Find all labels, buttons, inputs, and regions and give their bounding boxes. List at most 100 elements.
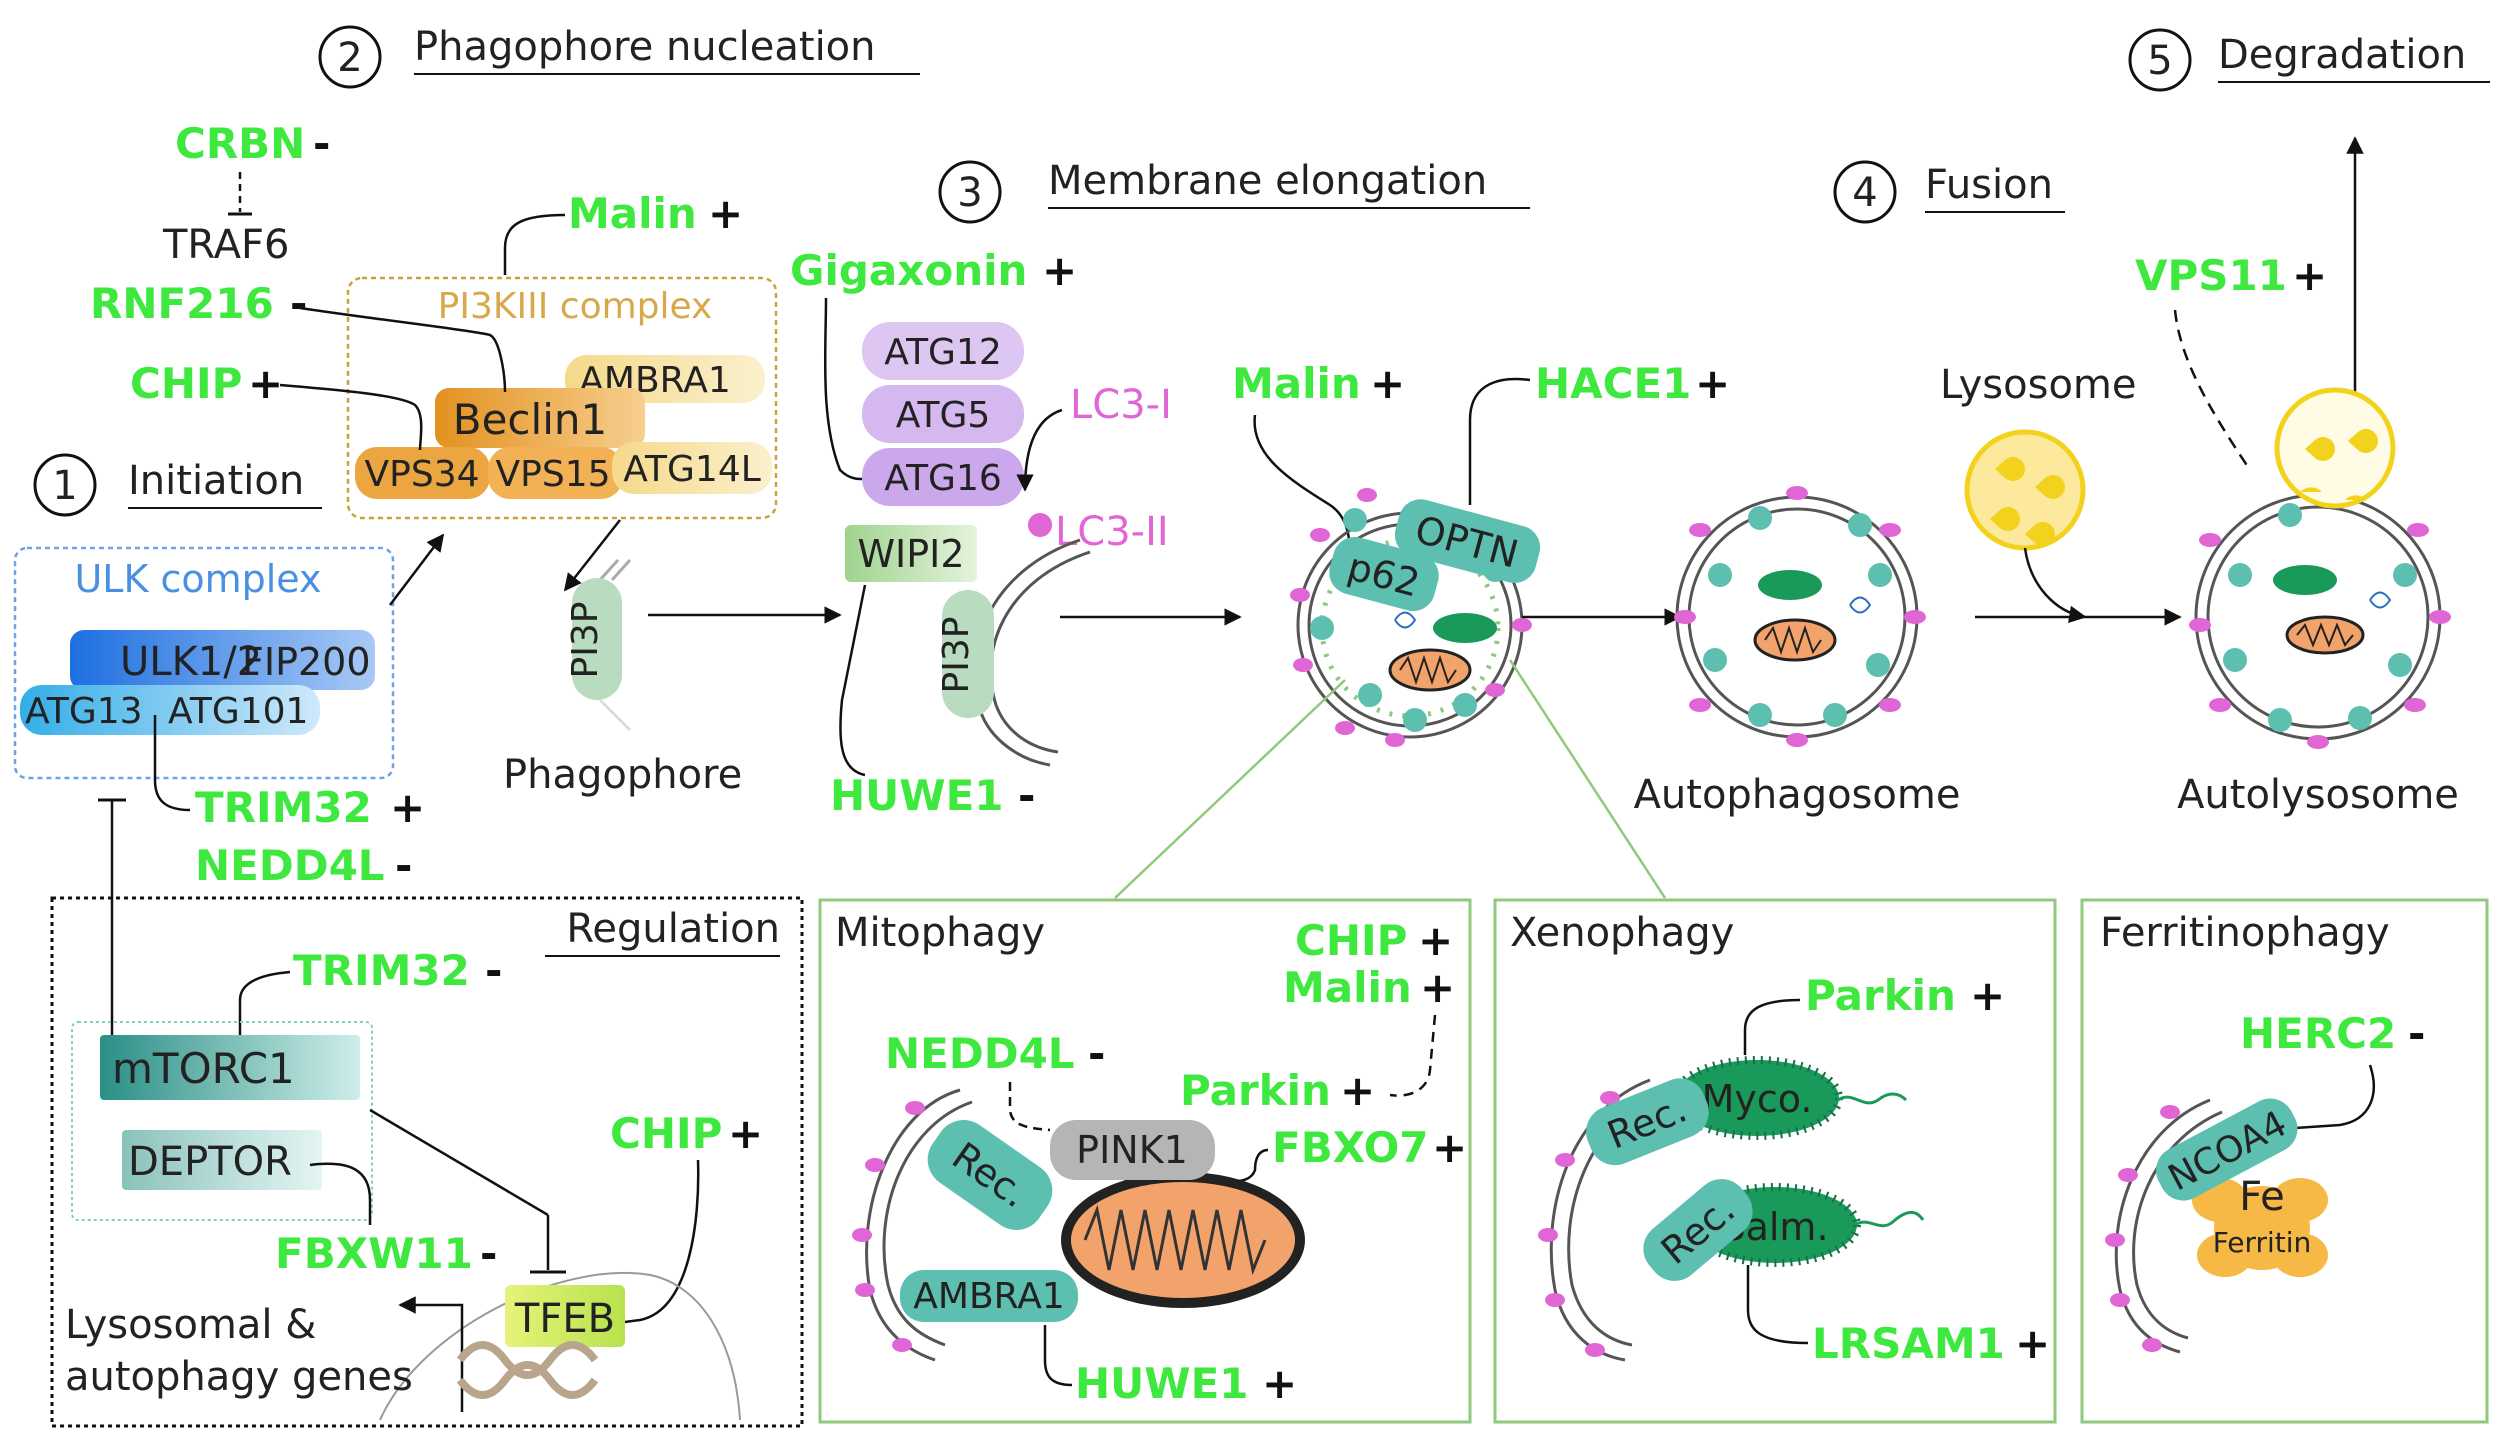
mitochondrion-icon xyxy=(1388,648,1472,692)
autophagosome: Autophagosome xyxy=(1634,486,1961,818)
atg14l-protein xyxy=(612,442,772,494)
deptor-label: DEPTOR xyxy=(128,1139,292,1185)
atg14l-label: ATG14L xyxy=(623,449,761,490)
chip-1-sign: + xyxy=(248,359,283,408)
lysosome-label: Lysosome xyxy=(1940,362,2136,408)
elongation-stage: Gigaxonin + ATG12 ATG5 ATG16 LC3-I LC3-I… xyxy=(790,246,1242,820)
step-5-circle xyxy=(2128,28,2192,92)
herc2-label: HERC2 xyxy=(2240,1009,2396,1058)
lrsam1-sign: + xyxy=(2015,1319,2050,1368)
optn-receptor xyxy=(1394,499,1541,583)
malin-2-label: Malin xyxy=(1232,359,1361,408)
tfeb-label: TFEB xyxy=(514,1296,615,1342)
atg13-label: ATG13 xyxy=(25,691,143,732)
myco-label: Myco. xyxy=(1702,1077,1813,1121)
crbn-sign: - xyxy=(313,119,330,168)
trim32-1-sign: + xyxy=(390,783,425,832)
dna-icon xyxy=(456,1341,599,1399)
regulation-panel: Regulation TRIM32 - mTORC1 DEPTOR FBXW11… xyxy=(50,798,804,1428)
ulk12-label: ULK1/2 xyxy=(120,639,262,685)
step-3-header: 3 Membrane elongation xyxy=(938,158,1530,224)
beclin1-protein xyxy=(435,388,645,448)
mtorc1-label: mTORC1 xyxy=(112,1044,295,1093)
deptor-protein xyxy=(122,1130,322,1190)
wipi2-protein xyxy=(845,525,977,582)
xenophagy-panel: Xenophagy Parkin + Myco. Rec. Salm. Rec.… xyxy=(1493,898,2057,1424)
autolysosome: VPS11 + Autolysosome xyxy=(2135,136,2459,818)
herc2-sign: - xyxy=(2408,1009,2425,1058)
ferritinophagy-panel: Ferritinophagy HERC2 - Fe Ferritin NCOA4 xyxy=(2080,898,2489,1424)
step-2-circle xyxy=(318,25,382,89)
step-3-circle xyxy=(938,160,1002,224)
fe-label: Fe xyxy=(2239,1174,2284,1220)
xenophagy-title: Xenophagy xyxy=(1510,910,1734,956)
ulk-complex: ULK complex ULK1/2 FIP200 ATG13 ATG101 xyxy=(13,546,395,780)
xeno-receptor-1 xyxy=(1586,1078,1709,1166)
mtorc1-protein xyxy=(100,1035,360,1100)
step-3-label: Membrane elongation xyxy=(1048,158,1487,204)
mito-malin-label: Malin xyxy=(1283,963,1412,1012)
pi3k-complex-box xyxy=(346,276,778,520)
vps11-sign: + xyxy=(2292,251,2327,300)
nedd4l-1-sign: - xyxy=(395,841,412,890)
pi3p-phagophore-label: PI3P xyxy=(565,602,606,679)
fip200-label: FIP200 xyxy=(242,640,371,684)
mitophagy-panel: Mitophagy CHIP + Malin + NEDD4L - Parkin… xyxy=(818,898,1472,1424)
bacterium-icon xyxy=(1433,613,1497,643)
step-2-header: 2 Phagophore nucleation xyxy=(318,24,920,89)
ulk12-protein xyxy=(70,630,375,690)
step-2-label: Phagophore nucleation xyxy=(414,24,876,70)
atg12-protein xyxy=(862,322,1024,380)
step-3-number: 3 xyxy=(957,170,982,216)
mito-chip-label: CHIP xyxy=(1295,916,1407,965)
mito-huwe1-sign: + xyxy=(1262,1359,1297,1408)
mito-malin-sign: + xyxy=(1420,963,1455,1012)
rnf216-sign: - xyxy=(290,279,307,328)
vps11-label: VPS11 xyxy=(2135,251,2287,300)
autophagosome-label: Autophagosome xyxy=(1634,772,1961,818)
atg101-label: ATG101 xyxy=(168,691,308,732)
step-1-circle xyxy=(33,453,97,517)
vps15-label: VPS15 xyxy=(496,454,611,495)
mito-nedd4l-sign: - xyxy=(1088,1029,1105,1078)
fbxw11-sign: - xyxy=(480,1229,497,1278)
step-1-label: Initiation xyxy=(128,458,304,504)
step-2-number: 2 xyxy=(337,35,362,81)
malin-1-label: Malin xyxy=(568,189,697,238)
gigaxonin-sign: + xyxy=(1042,246,1077,295)
nedd4l-1-label: NEDD4L xyxy=(195,841,385,890)
xenophagy-box xyxy=(1493,898,2057,1424)
mito-huwe1-label: HUWE1 xyxy=(1075,1359,1249,1408)
chip-1-label: CHIP xyxy=(130,359,242,408)
step-4-number: 4 xyxy=(1852,170,1877,216)
atg12-label: ATG12 xyxy=(884,332,1002,373)
regulation-box xyxy=(50,896,804,1428)
mito-fbxo7-label: FBXO7 xyxy=(1272,1123,1429,1172)
mito-nedd4l-label: NEDD4L xyxy=(885,1029,1075,1078)
genes-line2: autophagy genes xyxy=(65,1354,413,1400)
pi3k-complex-title: PI3KIII complex xyxy=(438,286,713,327)
gigaxonin-label: Gigaxonin xyxy=(790,246,1027,295)
atg5-label: ATG5 xyxy=(896,395,991,436)
genes-line1: Lysosomal & xyxy=(65,1302,316,1348)
pi3p-phagophore xyxy=(572,578,622,700)
mito-fbxo7-sign: + xyxy=(1432,1123,1467,1172)
regulation-title: Regulation xyxy=(566,906,780,952)
lysosome-circle xyxy=(1964,429,2086,551)
huwe1-1-sign: - xyxy=(1018,771,1035,820)
mito-parkin-sign: + xyxy=(1340,1066,1375,1115)
mito-parkin-label: Parkin xyxy=(1180,1066,1331,1115)
regulators-initiation: CRBN - TRAF6 RNF216 - CHIP + Malin + TRI… xyxy=(90,119,743,890)
step-1-number: 1 xyxy=(52,463,77,509)
traf6-label: TRAF6 xyxy=(162,222,289,268)
ferritin-label: Ferritin xyxy=(2213,1226,2312,1259)
step-4-label: Fusion xyxy=(1925,162,2053,208)
huwe1-1-label: HUWE1 xyxy=(830,771,1004,820)
tfeb-protein xyxy=(505,1285,625,1347)
lrsam1-label: LRSAM1 xyxy=(1812,1319,2005,1368)
ulk-complex-title: ULK complex xyxy=(74,557,321,601)
vps15-protein xyxy=(488,447,623,499)
vps34-label: VPS34 xyxy=(365,454,480,495)
xeno-receptor-2 xyxy=(1643,1179,1753,1281)
